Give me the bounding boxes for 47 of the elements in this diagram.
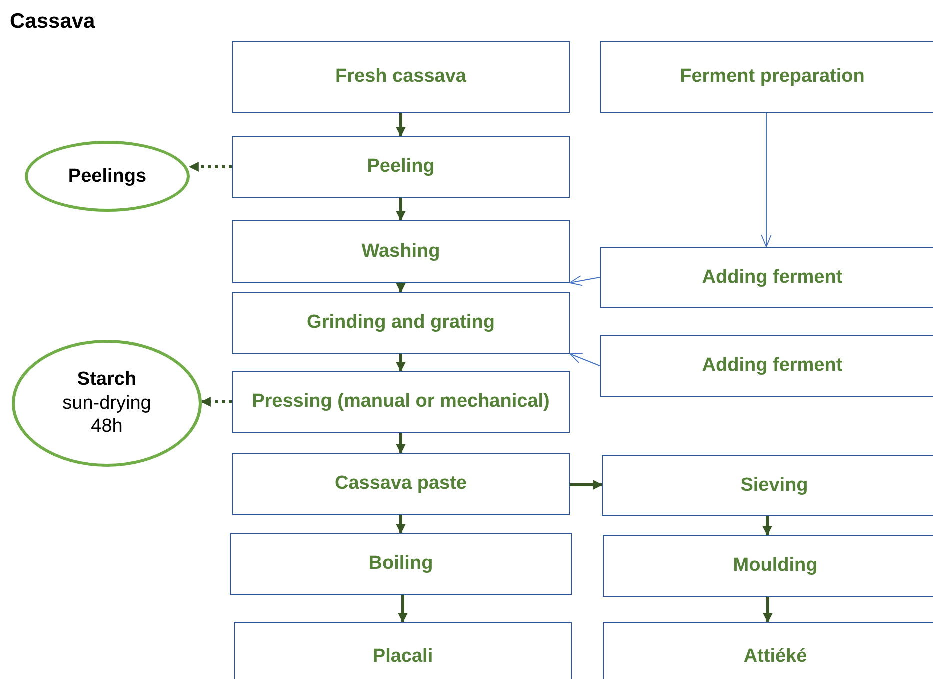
arrow	[763, 597, 773, 623]
node-label: Grinding and grating	[307, 311, 495, 335]
process-box	[232, 453, 570, 515]
process-box	[600, 335, 933, 397]
arrow	[396, 113, 406, 137]
arrow	[761, 112, 772, 248]
node-label: Sieving	[740, 474, 808, 498]
arrow	[396, 354, 406, 372]
process-box	[232, 136, 570, 198]
node-label: Boiling	[368, 552, 434, 576]
arrow	[570, 353, 600, 366]
process-box	[232, 220, 570, 283]
process-box	[602, 455, 933, 516]
node-label: Fresh cassava	[336, 65, 466, 89]
node-label: Attiéké	[744, 645, 808, 669]
process-box	[603, 535, 933, 597]
node-label: Pressing (manual or mechanical)	[252, 390, 550, 414]
arrow	[762, 516, 772, 536]
node-label: Cassava paste	[334, 472, 468, 496]
arrow	[398, 595, 408, 623]
arrow	[396, 283, 406, 293]
process-box	[232, 371, 570, 433]
dotted-arrow	[201, 397, 232, 407]
process-box	[234, 622, 572, 679]
process-box	[232, 292, 570, 354]
arrow	[396, 515, 406, 534]
node-label: Peelings	[68, 164, 147, 188]
node-label: Adding ferment	[702, 266, 843, 290]
diagram-title: Cassava	[10, 10, 96, 34]
node-note: sun-drying 48h	[62, 392, 152, 440]
arrow	[570, 276, 600, 286]
node-label: Starch	[77, 368, 137, 392]
node-label: Washing	[362, 240, 440, 264]
process-box	[600, 247, 933, 308]
node-label: Placali	[372, 645, 434, 669]
node-label: Moulding	[733, 554, 818, 578]
node-label: Ferment preparation	[680, 65, 865, 89]
process-box	[232, 41, 570, 113]
node-label: Adding ferment	[702, 354, 843, 378]
dotted-arrow	[189, 162, 232, 172]
arrow	[570, 480, 603, 490]
arrow	[396, 198, 406, 221]
arrow	[396, 433, 406, 454]
process-box	[603, 622, 933, 679]
process-box	[230, 533, 572, 595]
node-label: Peeling	[367, 155, 435, 179]
process-box	[600, 41, 933, 113]
